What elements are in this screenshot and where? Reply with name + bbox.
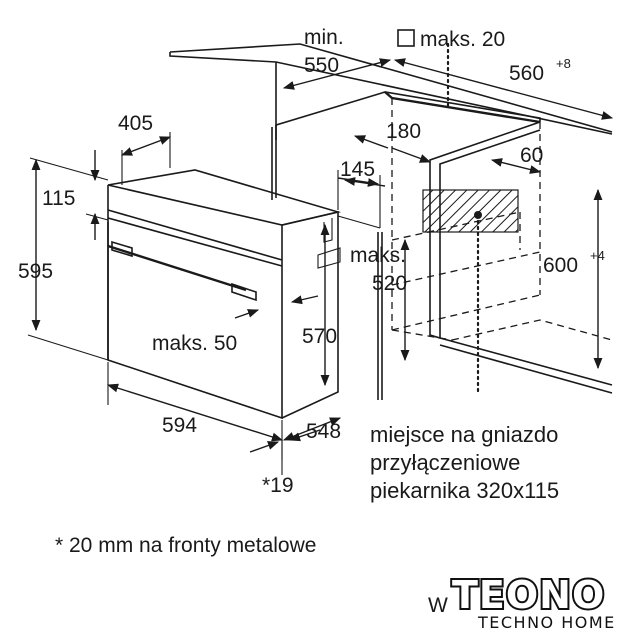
label-min: min. <box>304 26 344 49</box>
socket-note-line-2: przyłączeniowe <box>370 450 520 475</box>
label-115: 115 <box>42 187 75 210</box>
label-600-tolerance: +4 <box>590 248 605 263</box>
square-profile-icon <box>397 29 415 47</box>
label-595: 595 <box>18 260 53 283</box>
label-548: 548 <box>306 420 341 443</box>
socket-area <box>422 189 519 233</box>
label-145: 145 <box>340 158 375 181</box>
teono-logo: W TEONO TECHNO HOME <box>428 571 616 632</box>
logo-tagline: TECHNO HOME <box>477 613 616 632</box>
label-550: 550 <box>304 54 339 77</box>
label-520: 520 <box>372 272 407 295</box>
label-60: 60 <box>520 144 543 167</box>
label-560-tolerance: +8 <box>556 56 571 71</box>
footnote: * 20 mm na fronty metalowe <box>55 534 316 557</box>
oven <box>107 169 381 420</box>
label-405: 405 <box>118 112 153 135</box>
label-594: 594 <box>162 414 197 437</box>
label-maks-50: maks. 50 <box>152 332 237 355</box>
socket-note-line-1: miejsce na gniazdo <box>370 422 558 447</box>
label-19: *19 <box>262 474 294 497</box>
logo-name: TEONO <box>452 573 605 617</box>
label-560: 560 <box>509 62 544 85</box>
logo-prefix: W <box>428 594 448 617</box>
dimension-lines <box>27 58 614 475</box>
label-maks-20: maks. 20 <box>420 28 505 51</box>
label-600: 600 <box>543 254 578 277</box>
label-180: 180 <box>386 120 421 143</box>
label-570: 570 <box>302 325 337 348</box>
socket-note-line-3: piekarnika 320x115 <box>370 478 559 503</box>
label-maks: maks. <box>350 244 406 267</box>
